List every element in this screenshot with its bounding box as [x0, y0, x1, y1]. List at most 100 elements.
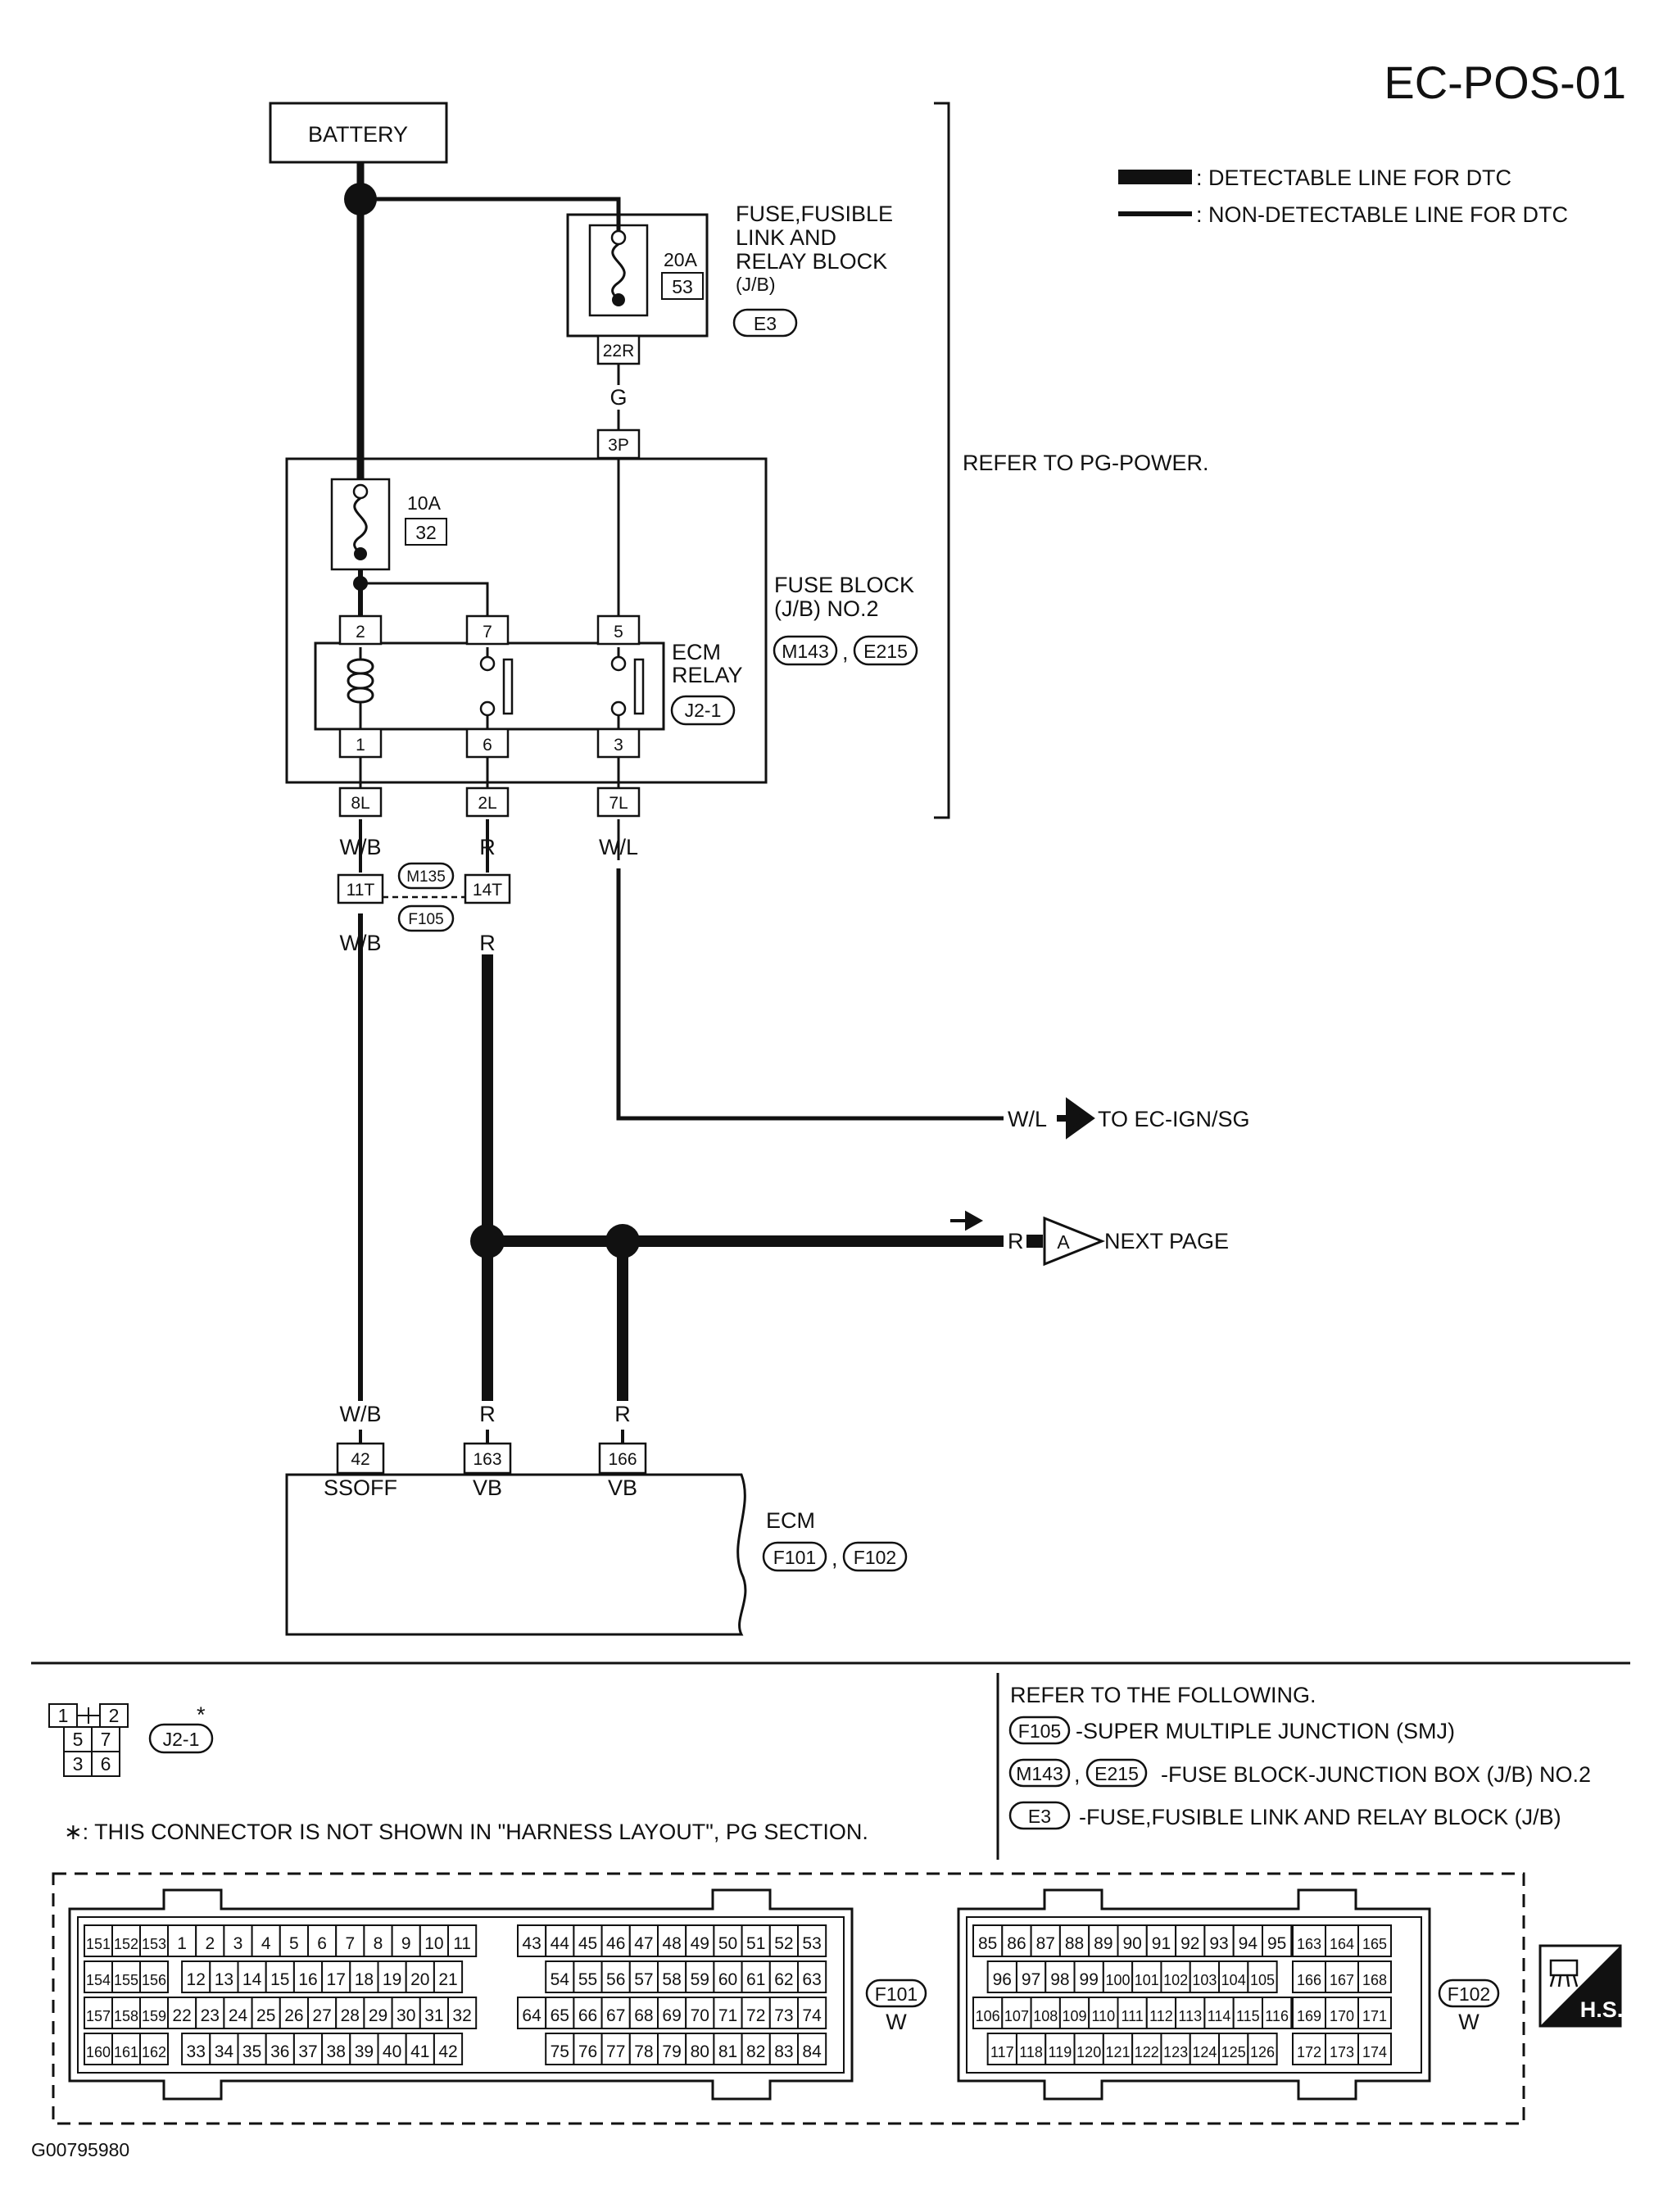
connector-f102-face: F102	[1448, 1983, 1490, 2005]
f101-pin-154: 154	[86, 1972, 111, 1988]
f102-pin-103: 103	[1192, 1972, 1217, 1988]
connector-e3: E3	[754, 313, 777, 334]
connector-m143-oval	[773, 635, 838, 666]
f101-pin-28: 28	[341, 2006, 360, 2025]
f102-pin-123-cell	[1160, 2033, 1191, 2065]
f101-pin-30: 30	[397, 2006, 415, 2025]
f102-pin-167: 167	[1330, 1972, 1354, 1988]
f102-pin-109-cell	[1058, 1997, 1090, 2029]
connector-e3-oval	[732, 308, 798, 338]
f102-pin-118: 118	[1019, 2044, 1043, 2060]
f101-pin-60: 60	[718, 1970, 737, 1989]
wire-label-r-1: R	[479, 835, 496, 859]
f101-pin-66-cell	[573, 1997, 603, 2029]
f102-pin-169: 169	[1297, 2008, 1321, 2024]
f101-pin-34-cell	[209, 2033, 239, 2065]
f102-pin-168-cell	[1357, 1960, 1392, 1993]
f101-pin-76-cell	[573, 2033, 603, 2065]
f101-pin-77: 77	[606, 2042, 625, 2061]
pin-22r: 22R	[603, 342, 635, 360]
hs-badge-diagonal	[1540, 1946, 1620, 2026]
f102-pin-93: 93	[1209, 1934, 1228, 1953]
ecm-pin166-box	[598, 1442, 647, 1475]
relay-pin2: 2	[356, 623, 365, 641]
f101-pin-47-cell	[628, 1924, 659, 1957]
f102-pin-171-cell	[1357, 1997, 1392, 2029]
f101-pin-58: 58	[662, 1970, 681, 1989]
f101-pin-36-cell	[265, 2033, 295, 2065]
f102-pin-99: 99	[1080, 1970, 1099, 1989]
fuse-block2-line2: (J/B) NO.2	[774, 596, 879, 621]
f101-pin-82-cell	[741, 2033, 771, 2065]
f102-pin-91: 91	[1152, 1934, 1171, 1953]
refer-e215-oval	[1085, 1758, 1148, 1788]
f101-pin-12: 12	[187, 1970, 206, 1989]
f101-pin-39-cell	[349, 2033, 379, 2065]
f101-pin-53-cell	[797, 1924, 827, 1957]
f101-pin-16: 16	[298, 1970, 317, 1989]
f101-pin-152: 152	[114, 1936, 138, 1952]
f102-pin-89-cell	[1088, 1924, 1119, 1957]
fuse2-no-box	[405, 518, 447, 546]
f102-pin-124: 124	[1192, 2044, 1217, 2060]
refer-m143-oval	[1008, 1758, 1071, 1788]
pin-14t: 14T	[473, 881, 502, 900]
f102-pin-174-cell	[1357, 2033, 1392, 2065]
f101-pin-41: 41	[410, 2042, 429, 2061]
footer-j21: J2-1	[163, 1729, 200, 1750]
f101-pin-57-cell	[628, 1960, 659, 1993]
f102-pin-164: 164	[1330, 1936, 1354, 1952]
f102-pin-164-cell	[1325, 1924, 1359, 1957]
f101-pin-29: 29	[369, 2006, 387, 2025]
f102-pin-86-cell	[1001, 1924, 1032, 1957]
f101-pin-83-cell	[768, 2033, 799, 2065]
f101-pin-64-cell	[517, 1997, 547, 2029]
direction-arrow-icon	[950, 1210, 984, 1231]
f102-pin-124-cell	[1189, 2033, 1221, 2065]
f101-pin-9-cell	[391, 1924, 421, 1957]
f101-pin-32-cell	[447, 1997, 478, 2029]
f101-pin-62: 62	[774, 1970, 793, 1989]
f101-pin-5: 5	[289, 1934, 299, 1953]
j21-cell-2	[99, 1703, 129, 1728]
relay-pin7-box	[465, 614, 510, 646]
j21-cell-1-label: 1	[58, 1705, 69, 1726]
f101-pin-44: 44	[551, 1934, 570, 1953]
f102-pin-94: 94	[1239, 1934, 1258, 1953]
f101-pin-160: 160	[86, 2044, 111, 2060]
footer-asterisk-note: ∗: THIS CONNECTOR IS NOT SHOWN IN "HARNE…	[64, 1820, 868, 1844]
refer-e3-oval	[1008, 1801, 1071, 1830]
pin-22r-box	[596, 334, 641, 365]
f101-pin-51-cell	[741, 1924, 771, 1957]
junction-r-2	[605, 1224, 640, 1258]
f102-housing	[957, 1888, 1431, 2101]
f102-pin-166: 166	[1297, 1972, 1321, 1988]
f101-pin-50-cell	[713, 1924, 743, 1957]
fuse-main-top-terminal	[610, 229, 627, 246]
f101-pin-38-cell	[321, 2033, 351, 2065]
f102-pin-163: 163	[1297, 1936, 1321, 1952]
f102-pin-119: 119	[1049, 2044, 1072, 2060]
f101-pin-52: 52	[774, 1934, 793, 1953]
f101-pin-82: 82	[746, 2042, 765, 2061]
ecm-pin42-box	[336, 1442, 385, 1475]
connector-m135-oval	[397, 862, 455, 890]
f102-pin-165-cell	[1357, 1924, 1392, 1957]
f101-pin-157: 157	[86, 2008, 111, 2024]
f102-pin-125-cell	[1218, 2033, 1249, 2065]
connector-e215: E215	[863, 641, 908, 662]
connector-f102-ecm: F102	[854, 1547, 896, 1568]
f101-pin-66: 66	[578, 2006, 597, 2025]
pin-3p: 3P	[608, 436, 629, 455]
f101-pin-32: 32	[452, 2006, 471, 2025]
f102-pin-95: 95	[1267, 1934, 1286, 1953]
f102-pin-98-cell	[1045, 1960, 1076, 1993]
f102-pin-96-cell	[986, 1960, 1017, 1993]
f102-pin-106: 106	[976, 2008, 1000, 2024]
offpage-connector-icon	[1043, 1216, 1106, 1267]
fuse-main-amp: 20A	[664, 249, 698, 270]
f101-pin-28-cell	[335, 1997, 365, 2029]
r-out-stub	[1026, 1235, 1043, 1248]
f102-pin-171: 171	[1362, 2008, 1387, 2024]
